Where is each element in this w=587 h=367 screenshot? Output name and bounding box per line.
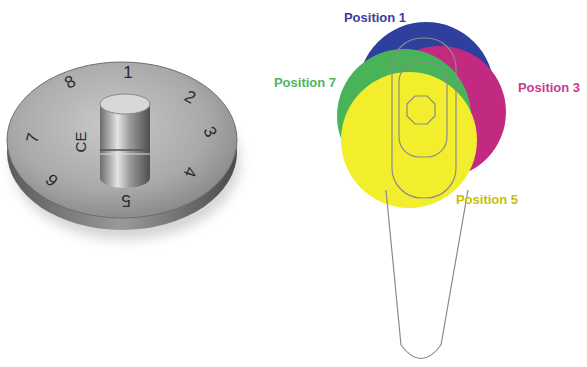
bracket-outline — [386, 38, 468, 359]
disc-photo — [7, 62, 240, 240]
ce-mark: CE — [73, 132, 88, 153]
dial-number: 1 — [123, 64, 132, 81]
dial-number: 8 — [62, 72, 79, 91]
dial-number: 3 — [200, 124, 219, 140]
position-label: Position 3 — [518, 81, 580, 94]
dial-number: 4 — [180, 165, 199, 180]
dial-number: 6 — [43, 171, 62, 190]
dial-number: 2 — [182, 87, 199, 106]
position-label: Position 5 — [456, 193, 518, 206]
dial-number: 5 — [121, 192, 130, 209]
position-label: Position 1 — [344, 11, 406, 24]
position-circles — [337, 22, 506, 208]
dial-number: 7 — [24, 131, 43, 145]
position-label: Position 7 — [274, 76, 336, 89]
